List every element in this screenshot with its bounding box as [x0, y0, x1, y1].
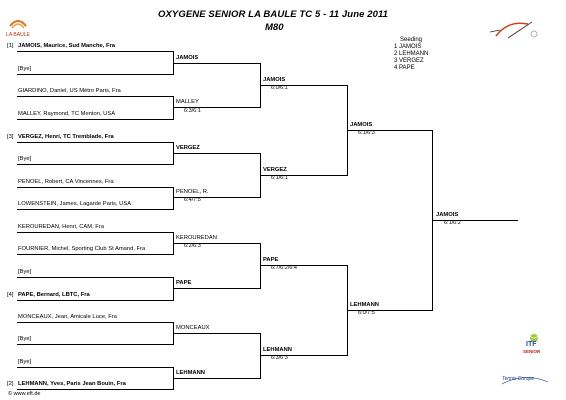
bracket-line	[17, 51, 174, 52]
bracket-line	[17, 232, 174, 233]
match-score: 6:0/6:1	[271, 85, 288, 91]
round2-winner: LEHMANN	[176, 370, 205, 376]
player-entry: MALLEY, Raymond, TC Menton, USA	[18, 111, 116, 117]
bracket-line	[17, 142, 174, 143]
bracket-line	[17, 277, 174, 278]
match-score: 6:1/6:3	[358, 130, 375, 136]
bracket-line	[17, 344, 174, 345]
bracket-line	[173, 243, 260, 244]
round2-winner: PENOEL, R.	[176, 189, 209, 195]
bracket-line	[17, 119, 174, 120]
bracket-line	[173, 333, 260, 334]
itf-logo: ITF SENIOR	[520, 332, 548, 356]
bracket-line	[260, 265, 347, 266]
footer-copyright: © www.eft.de	[8, 391, 41, 397]
player-entry: [Bye]	[18, 156, 32, 162]
bracket-line	[173, 63, 260, 64]
club-logo-icon: LA BAULE	[6, 20, 30, 38]
player-entry: LOWENSTEIN, James, Lagarde Paris, USA	[18, 201, 132, 207]
bracket-line	[173, 153, 260, 154]
bracket-line	[17, 187, 174, 188]
seeding-item: 4 PAPE	[394, 65, 415, 71]
round2-winner: PAPE	[176, 280, 192, 286]
player-entry: LEHMANN, Yves, Paris Jean Bouin, Fra	[18, 381, 126, 387]
match-score: 6:1/6:2	[444, 220, 461, 226]
round3-winner: VERGEZ	[263, 167, 287, 173]
bracket-line	[173, 107, 260, 108]
bracket-line	[17, 209, 174, 210]
match-score: 6:4/7:5	[184, 197, 201, 203]
bracket-line	[17, 96, 174, 97]
round2-winner: JAMOIS	[176, 55, 199, 61]
bracket-line	[17, 389, 174, 390]
bracket-line	[173, 378, 260, 379]
round2-winner: MALLEY	[176, 99, 199, 105]
bracket-line	[17, 254, 174, 255]
bracket-line	[17, 164, 174, 165]
player-entry: MONCEAUX, Jean, Amicale Luce, Fra	[18, 314, 117, 320]
bracket-line	[260, 333, 261, 379]
event-logo-icon	[489, 21, 538, 39]
seeding-item: 2 LEHMANN	[394, 51, 429, 57]
bracket-line	[17, 322, 174, 323]
svg-text:LA BAULE: LA BAULE	[6, 32, 30, 38]
bracket-line	[173, 187, 174, 210]
seed-number: [1]	[7, 43, 14, 49]
bracket-line	[260, 85, 347, 86]
player-entry: JAMOIS, Maurice, Sud Manche, Fra	[18, 43, 115, 49]
seeding-item: 3 VERGEZ	[394, 58, 424, 64]
bracket-line	[17, 367, 174, 368]
player-entry: [Bye]	[18, 269, 32, 275]
seed-number: [4]	[7, 292, 14, 298]
category-label: M80	[265, 22, 284, 33]
match-score: 6:0/7:5	[358, 310, 375, 316]
player-entry: VERGEZ, Henri, TC Tremblade, Fra	[18, 134, 114, 140]
match-score: 6:1/6:1	[271, 175, 288, 181]
bracket-line	[260, 175, 347, 176]
match-score: 6:3/6:3	[271, 355, 288, 361]
round2-winner: KEROUREDAN	[176, 235, 217, 241]
seed-number: [3]	[7, 134, 14, 140]
semifinal-winner: LEHMANN	[350, 302, 379, 308]
bracket-line	[173, 96, 174, 120]
player-entry: FOURNIER, Michel, Sporting Club St Amand…	[18, 246, 146, 252]
bracket-line	[17, 74, 174, 75]
tennis-europe-swoosh-icon	[501, 377, 549, 385]
player-entry: KEROUREDAN, Henri, CAM, Fra	[18, 224, 104, 230]
bracket-line	[173, 277, 174, 301]
player-entry: [Bye]	[18, 66, 32, 72]
match-score: 6:7/6:2/6:4	[271, 265, 297, 271]
itf-text: ITF	[526, 341, 537, 348]
itf-sub: SENIOR	[523, 349, 541, 354]
seeding-title: Seeding	[400, 37, 423, 43]
round3-winner: PAPE	[263, 257, 279, 263]
match-score: 6:2/6:3	[184, 243, 201, 249]
player-entry: PAPE, Bernard, LBTC, Fra	[18, 292, 90, 298]
itf-ball-icon	[529, 334, 539, 342]
player-entry: [Bye]	[18, 336, 32, 342]
match-score: 6:3/6:1	[184, 108, 201, 114]
player-entry: GIARDINO, Daniel, US Métro Paris, Fra	[18, 88, 121, 94]
bracket-line	[347, 130, 432, 131]
bracket-line	[347, 310, 432, 311]
player-entry: PENOEL, Robert, CA Vincennes, Fra	[18, 179, 114, 185]
seeding-item: 1 JAMOIS	[394, 44, 422, 50]
tennis-europe-text: Tennis Europe	[502, 376, 535, 382]
round3-winner: JAMOIS	[263, 77, 286, 83]
bracket-line	[260, 355, 347, 356]
bracket-line	[17, 300, 174, 301]
round2-winner: MONCEAUX	[176, 325, 210, 331]
semifinal-winner: JAMOIS	[350, 122, 373, 128]
champion: JAMOIS	[436, 212, 459, 218]
bracket-line	[173, 288, 260, 289]
bracket-line	[173, 197, 260, 198]
bracket-line	[432, 220, 518, 221]
player-entry: [Bye]	[18, 359, 32, 365]
tournament-title: OXYGENE SENIOR LA BAULE TC 5 - 11 June 2…	[158, 9, 389, 20]
round2-winner: VERGEZ	[176, 145, 200, 151]
seed-number: [2]	[7, 381, 14, 387]
round3-winner: LEHMANN	[263, 347, 292, 353]
bracket-line	[260, 243, 261, 289]
tennis-europe-logo: Tennis Europe	[500, 372, 550, 388]
